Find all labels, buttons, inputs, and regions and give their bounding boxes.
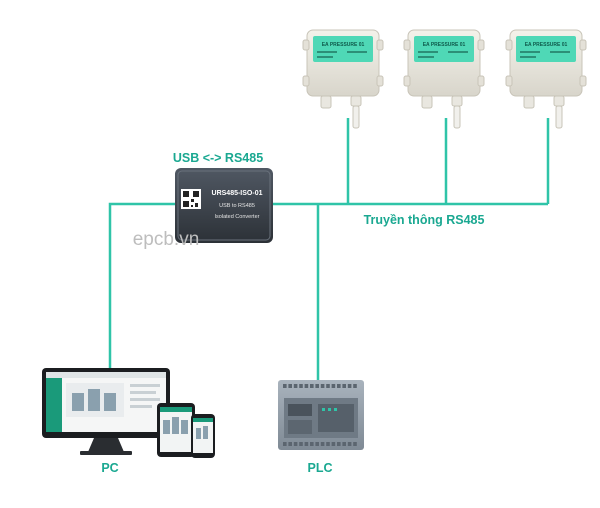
- sensor-label-panel: [414, 36, 474, 62]
- plc-unit: [278, 380, 364, 450]
- converter-icon: [175, 168, 273, 243]
- sensor-2: EA PRESSURE 01: [403, 29, 485, 129]
- converter-line2: Isolated Converter: [215, 214, 260, 220]
- pc-station: [42, 368, 215, 458]
- usb-rs485-label: USB <-> RS485: [173, 151, 263, 165]
- watermark: epcb.vn: [133, 229, 200, 250]
- sensor-label-panel: [313, 36, 373, 62]
- plc-label: PLC: [308, 461, 333, 475]
- sensor-tag: EA PRESSURE 01: [322, 42, 365, 48]
- sensor-label-panel: [516, 36, 576, 62]
- sensor-3: EA PRESSURE 01: [505, 29, 587, 129]
- bus-label: Truyền thông RS485: [364, 213, 485, 227]
- sensor-tag: EA PRESSURE 01: [525, 42, 568, 48]
- wiring: [108, 118, 550, 383]
- usb-rs485-converter: URS485-ISO-01 USB to RS485 Isolated Conv…: [175, 168, 273, 243]
- converter-model: URS485-ISO-01: [212, 190, 263, 197]
- sensor-group: EA PRESSURE 01 EA PRESSURE 01 EA PRESSURE …: [302, 29, 587, 129]
- sensor-1: EA PRESSURE 01: [302, 29, 384, 129]
- converter-line1: USB to RS485: [219, 203, 255, 209]
- pc-label: PC: [101, 461, 118, 475]
- pc-link: [108, 202, 175, 368]
- sensor-tag: EA PRESSURE 01: [423, 42, 466, 48]
